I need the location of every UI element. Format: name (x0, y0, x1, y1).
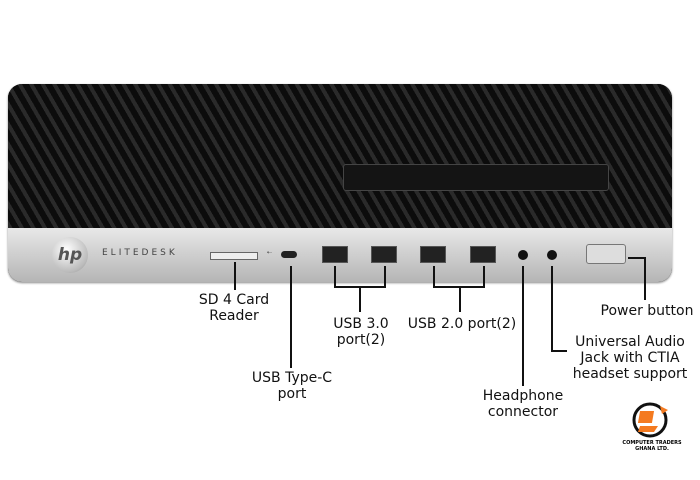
usb2-port-2 (470, 246, 496, 263)
headphone-jack (518, 250, 528, 260)
label-usb2: USB 2.0 port(2) (407, 316, 517, 332)
usb3-port-2 (371, 246, 397, 263)
usb-icon: ⇠ (267, 249, 273, 256)
leader-line (522, 266, 524, 386)
front-panel: hp ELITEDESK ⇠ (8, 228, 672, 282)
desktop-case: hp ELITEDESK ⇠ (8, 84, 672, 282)
label-power-button: Power button (600, 303, 694, 319)
sd-card-slot (210, 252, 258, 260)
usb3-port-1 (322, 246, 348, 263)
model-name: ELITEDESK (102, 248, 178, 258)
optical-drive-slot (343, 164, 609, 191)
leader-line (359, 286, 361, 312)
leader-line (384, 266, 386, 288)
leader-line (628, 257, 646, 259)
leader-line (483, 266, 485, 288)
power-button (586, 244, 626, 264)
usb2-port-1 (420, 246, 446, 263)
label-headphone: Headphone connector (482, 388, 564, 420)
leader-line (551, 350, 567, 352)
laptop-arrow-icon (632, 402, 668, 438)
leader-line (290, 266, 292, 368)
usb-c-port (281, 251, 297, 258)
label-usb3: USB 3.0 port(2) (333, 316, 389, 348)
leader-line (644, 257, 646, 300)
leader-line (551, 266, 553, 352)
label-sd-card-reader: SD 4 Card Reader (198, 292, 270, 324)
company-logo (630, 400, 670, 440)
leader-line (433, 266, 435, 288)
label-usb-type-c: USB Type-C port (251, 370, 333, 402)
audio-jack (547, 250, 557, 260)
leader-line (459, 286, 461, 312)
hp-logo: hp (52, 237, 88, 273)
leader-line (334, 266, 336, 288)
leader-line (234, 262, 236, 290)
company-name: COMPUTER TRADERS GHANA LTD. (622, 440, 682, 452)
label-audio-jack: Universal Audio Jack with CTIA headset s… (572, 334, 688, 382)
vent-grille (8, 84, 672, 228)
